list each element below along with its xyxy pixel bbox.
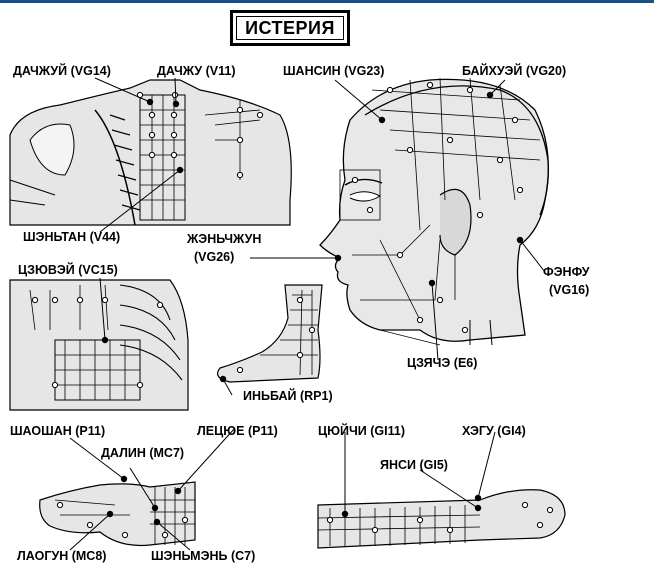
page-title: ИСТЕРИЯ xyxy=(236,16,344,40)
label-fengfu-line1: ФЭНФУ xyxy=(543,265,590,279)
label-renzhong-line1: ЖЭНЬЧЖУН xyxy=(187,232,262,246)
meridian-points xyxy=(31,81,554,539)
label-yangxi: ЯНСИ (GI5) xyxy=(380,458,448,472)
label-shenmen: ШЭНЬМЭНЬ (C7) xyxy=(151,549,256,563)
label-jiache: ЦЗЯЧЭ (E6) xyxy=(407,356,478,370)
label-hegu: ХЭГУ (GI4) xyxy=(462,424,526,438)
label-shenshen: ШАНСИН (VG23) xyxy=(283,64,385,78)
title-frame: ИСТЕРИЯ xyxy=(230,10,350,46)
label-shentang: ШЭНЬТАН (V44) xyxy=(23,230,121,244)
label-yinbai: ИНЬБАЙ (RP1) xyxy=(243,389,333,403)
label-daling: ДАЛИН (MC7) xyxy=(101,446,185,460)
front-torso-figure xyxy=(9,279,189,411)
right-forearm-figure xyxy=(317,489,566,549)
label-laogong: ЛАОГУН (MC8) xyxy=(17,549,107,563)
foot-figure xyxy=(217,284,323,383)
label-quchi: ЦЮЙЧИ (GI11) xyxy=(318,424,405,438)
label-fengfu-line2: (VG16) xyxy=(549,283,590,297)
label-renzhong-line2: (VG26) xyxy=(194,250,235,264)
label-lieque: ЛЕЦЮЕ (P11) xyxy=(197,424,278,438)
label-jiuwei: ЦЗЮВЭЙ (VC15) xyxy=(18,263,118,277)
left-hand-figure xyxy=(39,481,196,547)
label-dazhu: ДАЧЖУ (V11) xyxy=(157,64,236,78)
label-leader-lines xyxy=(69,77,546,551)
label-shaoshang: ШАОШАН (P11) xyxy=(10,424,106,438)
top-accent-line xyxy=(0,0,654,3)
head-profile-figure xyxy=(319,77,549,346)
label-dazhui: ДАЧЖУЙ (VG14) xyxy=(13,64,111,78)
label-baihui: БАЙХУЭЙ (VG20) xyxy=(462,64,567,78)
